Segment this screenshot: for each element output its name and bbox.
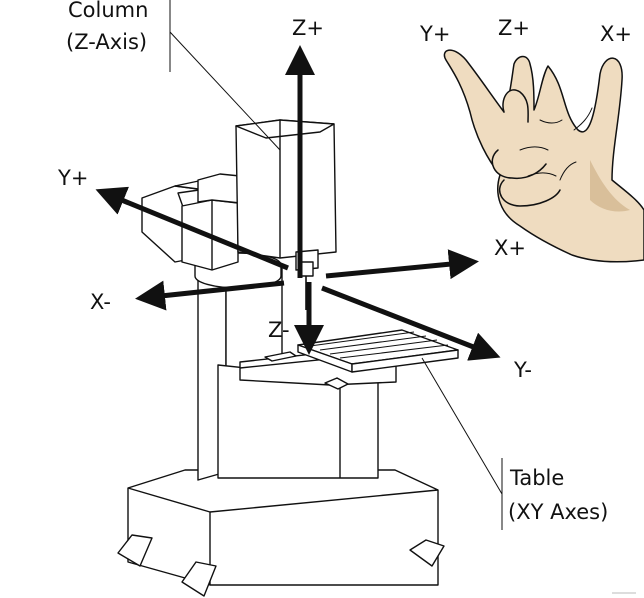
z-minus-label: Z-	[268, 318, 290, 342]
spindle-head	[235, 119, 337, 259]
hand-z-plus-label: Z+	[498, 16, 530, 40]
x-plus-arrow	[325, 249, 479, 280]
milling-machine-icon	[117, 119, 459, 597]
table-callout-line1: Table	[510, 466, 565, 490]
y-minus-arrow	[321, 285, 501, 361]
right-hand-rule-hand-icon	[443, 49, 644, 263]
hand-y-plus-label: Y+	[420, 22, 451, 46]
y-minus-label: Y-	[514, 358, 532, 382]
y-plus-label: Y+	[58, 166, 89, 190]
hand-x-plus-label: X+	[600, 22, 632, 46]
x-plus-label: X+	[494, 236, 526, 260]
x-minus-arrow	[135, 280, 285, 311]
column-callout-line1: Column	[68, 0, 149, 22]
machine-feet	[117, 534, 445, 597]
callout-leaders	[169, 0, 503, 530]
y-plus-arrow	[95, 186, 289, 271]
table-callout-line2: (XY Axes)	[508, 500, 609, 524]
column-callout-line2: (Z-Axis)	[66, 30, 148, 54]
axis-arrows	[95, 44, 501, 361]
x-minus-label: X-	[90, 290, 111, 314]
machine-base	[127, 469, 439, 586]
z-plus-label: Z+	[292, 16, 324, 40]
